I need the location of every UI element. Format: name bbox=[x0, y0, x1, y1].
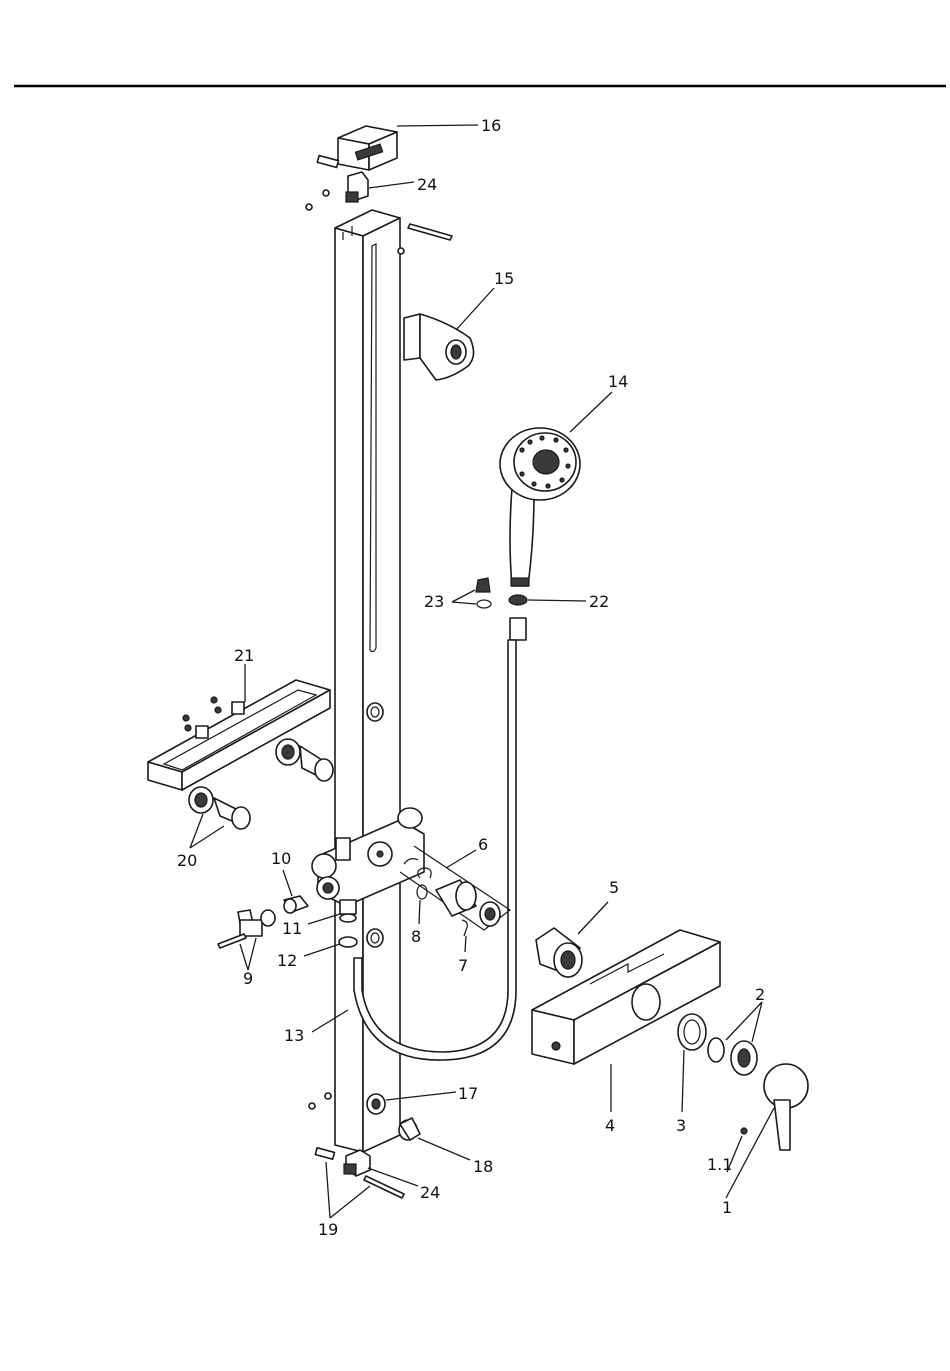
callout-16: 16 bbox=[481, 116, 501, 135]
clip-part-24-top bbox=[346, 172, 368, 202]
spindle-part-10 bbox=[284, 896, 308, 913]
callout-14: 14 bbox=[608, 372, 628, 391]
callout-6: 6 bbox=[478, 835, 488, 854]
callout-13: 13 bbox=[284, 1026, 304, 1045]
callout-4: 4 bbox=[605, 1116, 615, 1135]
callout-20: 20 bbox=[177, 851, 197, 870]
lever-handle-part-1 bbox=[741, 1064, 808, 1150]
handshower-holder-part-15 bbox=[404, 314, 474, 380]
hand-shower-part-14 bbox=[500, 428, 580, 586]
connector-part-5 bbox=[536, 928, 582, 977]
shelf-part-21 bbox=[148, 680, 330, 790]
callout-23: 23 bbox=[424, 592, 444, 611]
callout-17: 17 bbox=[458, 1084, 478, 1103]
callout-11: 11 bbox=[282, 919, 302, 938]
seal-part-12 bbox=[339, 937, 357, 947]
callout-9: 9 bbox=[243, 969, 253, 988]
nipple-part-11 bbox=[340, 900, 356, 922]
callout-10: 10 bbox=[271, 849, 291, 868]
callout-3: 3 bbox=[676, 1116, 686, 1135]
washer-part-22 bbox=[509, 595, 527, 605]
callout-24-top: 24 bbox=[417, 175, 437, 194]
lever-part-9 bbox=[218, 910, 275, 948]
callout-1: 1 bbox=[722, 1198, 732, 1217]
top-cap-part-16 bbox=[338, 126, 397, 170]
sleeve-part-3 bbox=[678, 1014, 706, 1050]
callout-24-bottom: 24 bbox=[420, 1183, 440, 1202]
callout-15: 15 bbox=[494, 269, 514, 288]
valve-part-23 bbox=[476, 578, 491, 608]
rings-part-2 bbox=[708, 1038, 757, 1075]
callout-21: 21 bbox=[234, 646, 254, 665]
callout-19: 19 bbox=[318, 1220, 338, 1239]
screw-part-7 bbox=[462, 920, 467, 936]
callout-5: 5 bbox=[609, 878, 619, 897]
callout-22: 22 bbox=[589, 592, 609, 611]
cap-part-18 bbox=[399, 1118, 420, 1140]
callout-1-1: 1.1 bbox=[707, 1155, 732, 1174]
callout-2: 2 bbox=[755, 985, 765, 1004]
callout-7: 7 bbox=[458, 956, 468, 975]
callout-12: 12 bbox=[277, 951, 297, 970]
nozzle-part-17 bbox=[367, 1094, 385, 1114]
callout-8: 8 bbox=[411, 927, 421, 946]
callout-18: 18 bbox=[473, 1157, 493, 1176]
